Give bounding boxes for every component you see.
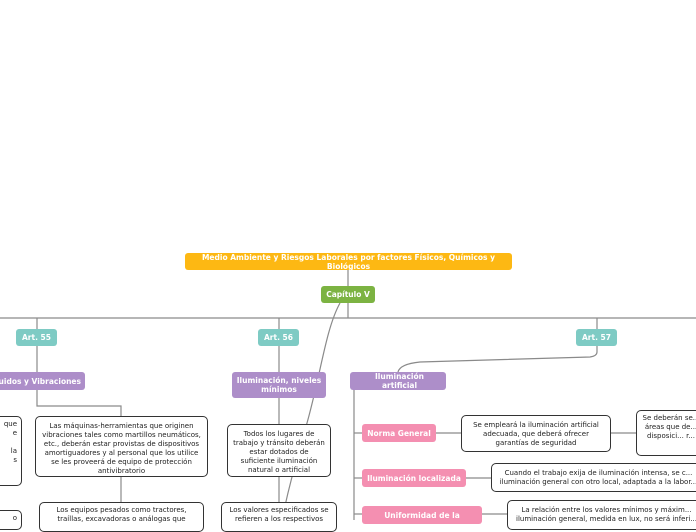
uniformidad-text[interactable]: La relación entre los valores mínimos y …	[507, 500, 696, 530]
art56-valores-text[interactable]: Los valores especificados se refieren a …	[221, 502, 337, 532]
article-56-label: Art. 56	[264, 333, 293, 342]
art56-iluminacion-text[interactable]: Todos los lugares de trabajo y tránsito …	[227, 424, 331, 477]
norma-general-node[interactable]: Norma General	[362, 424, 436, 442]
iluminacion-localizada-text[interactable]: Cuando el trabajo exija de iluminación i…	[491, 463, 696, 492]
root-topic[interactable]: Medio Ambiente y Riesgos Laborales por f…	[185, 253, 512, 270]
art55-left-text-box: que e la s	[0, 416, 22, 486]
iluminacion-artificial-node[interactable]: Iluminación artificial	[350, 372, 446, 390]
article-55-label: Art. 55	[22, 333, 51, 342]
chapter-node[interactable]: Capítulo V	[321, 286, 375, 303]
art55-vibraciones-text[interactable]: Las máquinas-herramientas que originen v…	[35, 416, 208, 477]
chapter-label: Capítulo V	[326, 290, 370, 299]
norma-general-extra-text[interactable]: Se deberán se... áreas que de... disposi…	[636, 410, 696, 456]
iluminacion-artificial-label: Iluminación artificial	[375, 372, 424, 390]
root-topic-label: Medio Ambiente y Riesgos Laborales por f…	[201, 253, 496, 270]
uniformidad-label: Uniformidad de la	[384, 510, 460, 520]
uniformidad-node[interactable]: Uniformidad de la	[362, 506, 482, 524]
ruidos-vibraciones-label: uidos y Vibraciones	[0, 376, 81, 386]
art55-equipos-pesados-text[interactable]: Los equipos pesados como tractores, traí…	[39, 502, 204, 532]
iluminacion-localizada-label: Iluminación localizada	[367, 473, 461, 483]
article-57-node[interactable]: Art. 57	[576, 329, 617, 346]
iluminacion-localizada-node[interactable]: Iluminación localizada	[362, 469, 466, 487]
article-56-node[interactable]: Art. 56	[258, 329, 299, 346]
iluminacion-niveles-node[interactable]: Iluminación, niveles mínimos	[232, 372, 326, 398]
norma-general-label: Norma General	[367, 428, 431, 438]
article-55-node[interactable]: Art. 55	[16, 329, 57, 346]
iluminacion-niveles-label: Iluminación, niveles mínimos	[236, 376, 322, 394]
art55-left-text-box-2: o	[0, 510, 22, 530]
article-57-label: Art. 57	[582, 333, 611, 342]
norma-general-text[interactable]: Se empleará la iluminación artificial ad…	[461, 415, 611, 452]
ruidos-vibraciones-node[interactable]: uidos y Vibraciones	[0, 372, 85, 390]
